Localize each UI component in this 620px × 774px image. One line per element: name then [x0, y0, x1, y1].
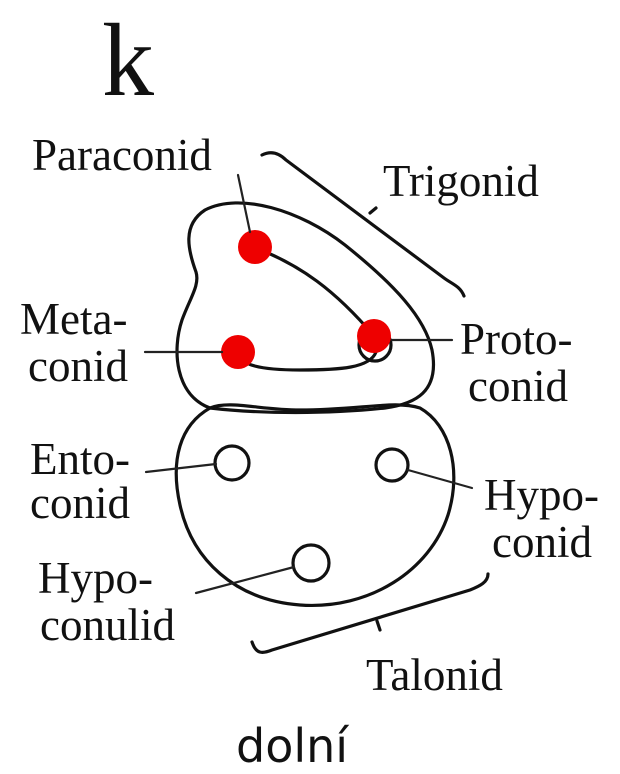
talonid-outline — [176, 405, 454, 606]
hypoconulid-cusp — [293, 545, 329, 581]
label-hypoconid-line1: Hypo- — [484, 470, 599, 520]
protoconid-highlight-dot — [357, 319, 391, 353]
paraconid-highlight-dot — [238, 230, 272, 264]
label-hypoconulid-line1: Hypo- — [38, 553, 153, 603]
label-trigonid: Trigonid — [383, 156, 539, 206]
talonid-bracket — [252, 574, 488, 652]
label-hypoconulid-line2: conulid — [40, 600, 175, 650]
figure-letter: k — [102, 3, 154, 118]
label-entoconid-line2: conid — [30, 478, 130, 528]
hypoconid-cusp — [376, 449, 408, 481]
metaconid-highlight-dot — [221, 335, 255, 369]
protocristid-crest — [238, 352, 376, 370]
hypoconid-leader — [408, 470, 472, 488]
label-metaconid-line1: Meta- — [20, 294, 127, 344]
label-talonid: Talonid — [366, 650, 503, 700]
trigonid-outline — [177, 203, 433, 413]
label-entoconid-line1: Ento- — [30, 434, 130, 484]
talonid-bracket-tick — [377, 621, 380, 630]
entoconid-leader — [146, 464, 216, 472]
paracristid-crest — [256, 248, 374, 336]
caption: dolní — [236, 719, 349, 773]
label-protoconid-line2: conid — [468, 361, 568, 411]
trigonid-bracket-tick — [370, 208, 376, 213]
label-hypoconid-line2: conid — [492, 517, 592, 567]
label-paraconid: Paraconid — [32, 130, 212, 180]
label-protoconid-line1: Proto- — [460, 314, 573, 364]
label-metaconid-line2: conid — [28, 341, 128, 391]
entoconid-cusp — [215, 446, 249, 480]
